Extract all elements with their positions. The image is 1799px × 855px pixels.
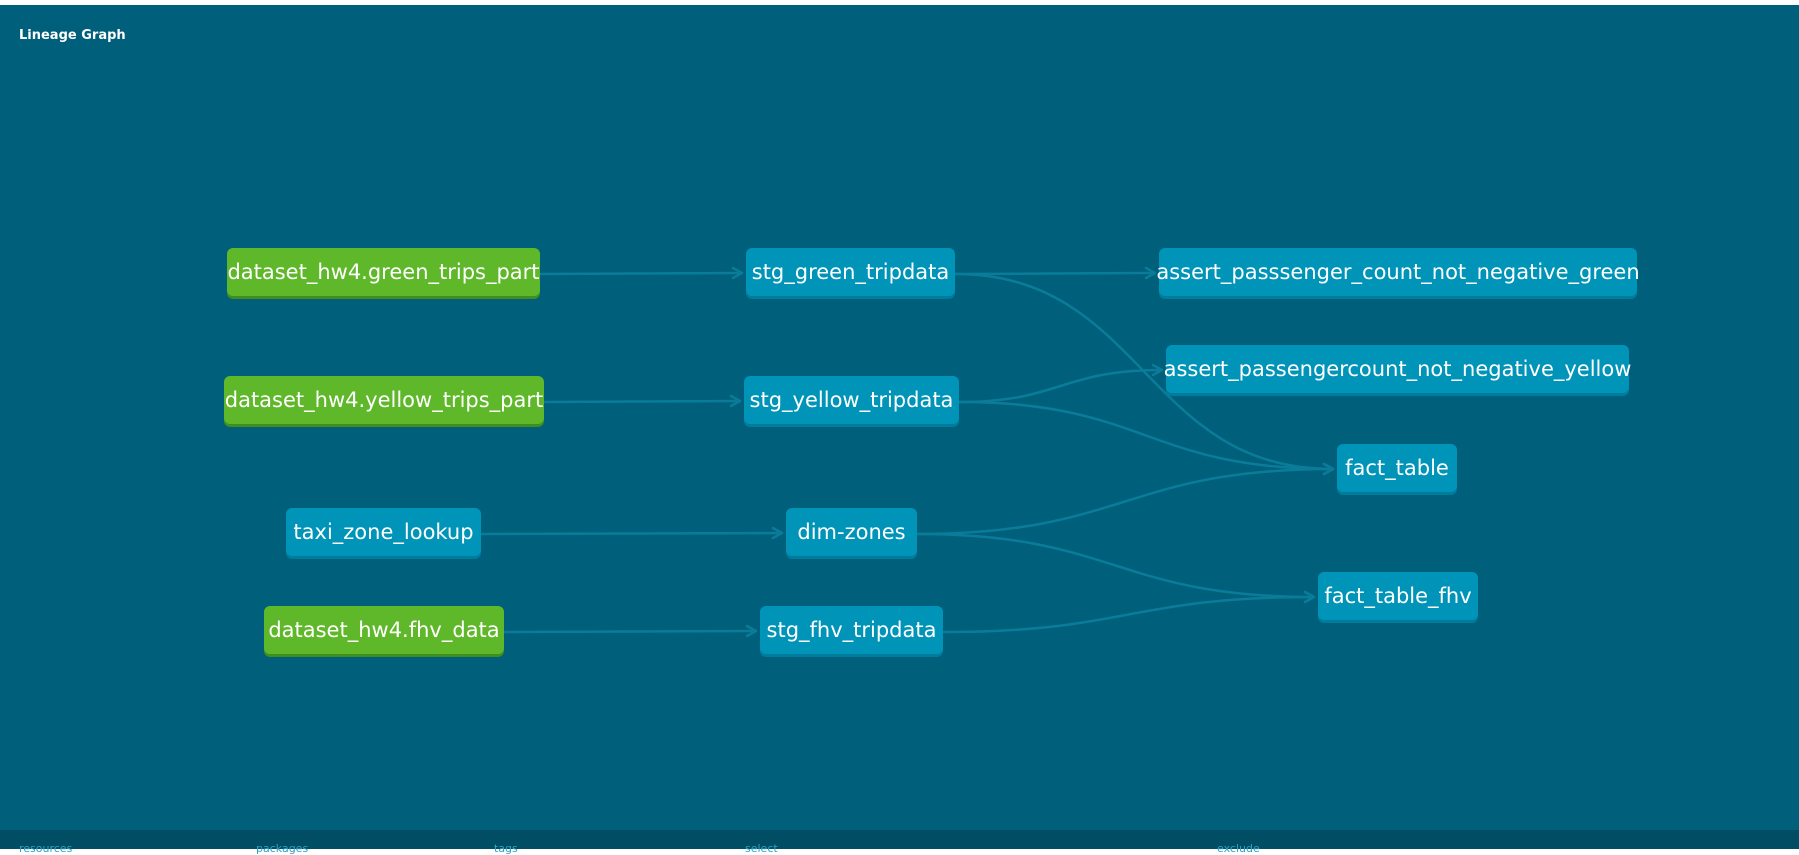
edge-zone-lookup-to-dim-zones bbox=[480, 531, 783, 536]
graph-title: Lineage Graph bbox=[19, 28, 126, 43]
edge-stg-green-to-assert-green bbox=[954, 271, 1156, 276]
node-yellow-src[interactable]: dataset_hw4.yellow_trips_part bbox=[224, 376, 544, 424]
node-zone-lookup[interactable]: taxi_zone_lookup bbox=[286, 508, 481, 556]
edge-stg-yellow-to-assert-yellow bbox=[958, 368, 1163, 404]
edge-dim-zones-to-fact-table bbox=[916, 467, 1334, 536]
node-stg-fhv[interactable]: stg_fhv_tripdata bbox=[760, 606, 943, 654]
edge-green-src-to-stg-green bbox=[539, 271, 743, 276]
edge-stg-fhv-to-fact-table-fhv bbox=[942, 595, 1315, 634]
edge-dim-zones-to-fact-table-fhv bbox=[916, 532, 1315, 599]
lineage-graph-canvas[interactable]: Lineage Graph dataset_hw4.green_trips_pa… bbox=[0, 5, 1799, 849]
node-stg-green[interactable]: stg_green_tripdata bbox=[746, 248, 955, 296]
edge-stg-yellow-to-fact-table bbox=[958, 400, 1334, 471]
edge-yellow-src-to-stg-yellow bbox=[543, 399, 741, 404]
arrowhead-icon bbox=[731, 266, 744, 280]
node-fhv-src[interactable]: dataset_hw4.fhv_data bbox=[264, 606, 504, 654]
node-assert-green[interactable]: assert_passsenger_count_not_negative_gre… bbox=[1156, 248, 1640, 296]
edges-layer bbox=[480, 266, 1335, 638]
arrowhead-icon bbox=[1144, 266, 1157, 280]
node-fact-table-fhv[interactable]: fact_table_fhv bbox=[1318, 572, 1478, 620]
arrowhead-icon bbox=[1303, 590, 1316, 604]
arrowhead-icon bbox=[771, 526, 784, 540]
arrowhead-icon bbox=[1322, 462, 1335, 476]
node-green-src[interactable]: dataset_hw4.green_trips_part bbox=[227, 248, 540, 296]
node-fact-table[interactable]: fact_table bbox=[1337, 444, 1457, 492]
node-dim-zones[interactable]: dim-zones bbox=[786, 508, 917, 556]
node-stg-yellow[interactable]: stg_yellow_tripdata bbox=[744, 376, 959, 424]
edge-fhv-src-to-stg-fhv bbox=[503, 629, 757, 634]
selector-footer: resources packages tags select exclude bbox=[0, 830, 1799, 855]
arrowhead-icon bbox=[745, 624, 758, 638]
arrowhead-icon bbox=[1151, 363, 1164, 377]
arrowhead-icon bbox=[729, 394, 742, 408]
node-assert-yellow[interactable]: assert_passengercount_not_negative_yello… bbox=[1164, 345, 1631, 393]
